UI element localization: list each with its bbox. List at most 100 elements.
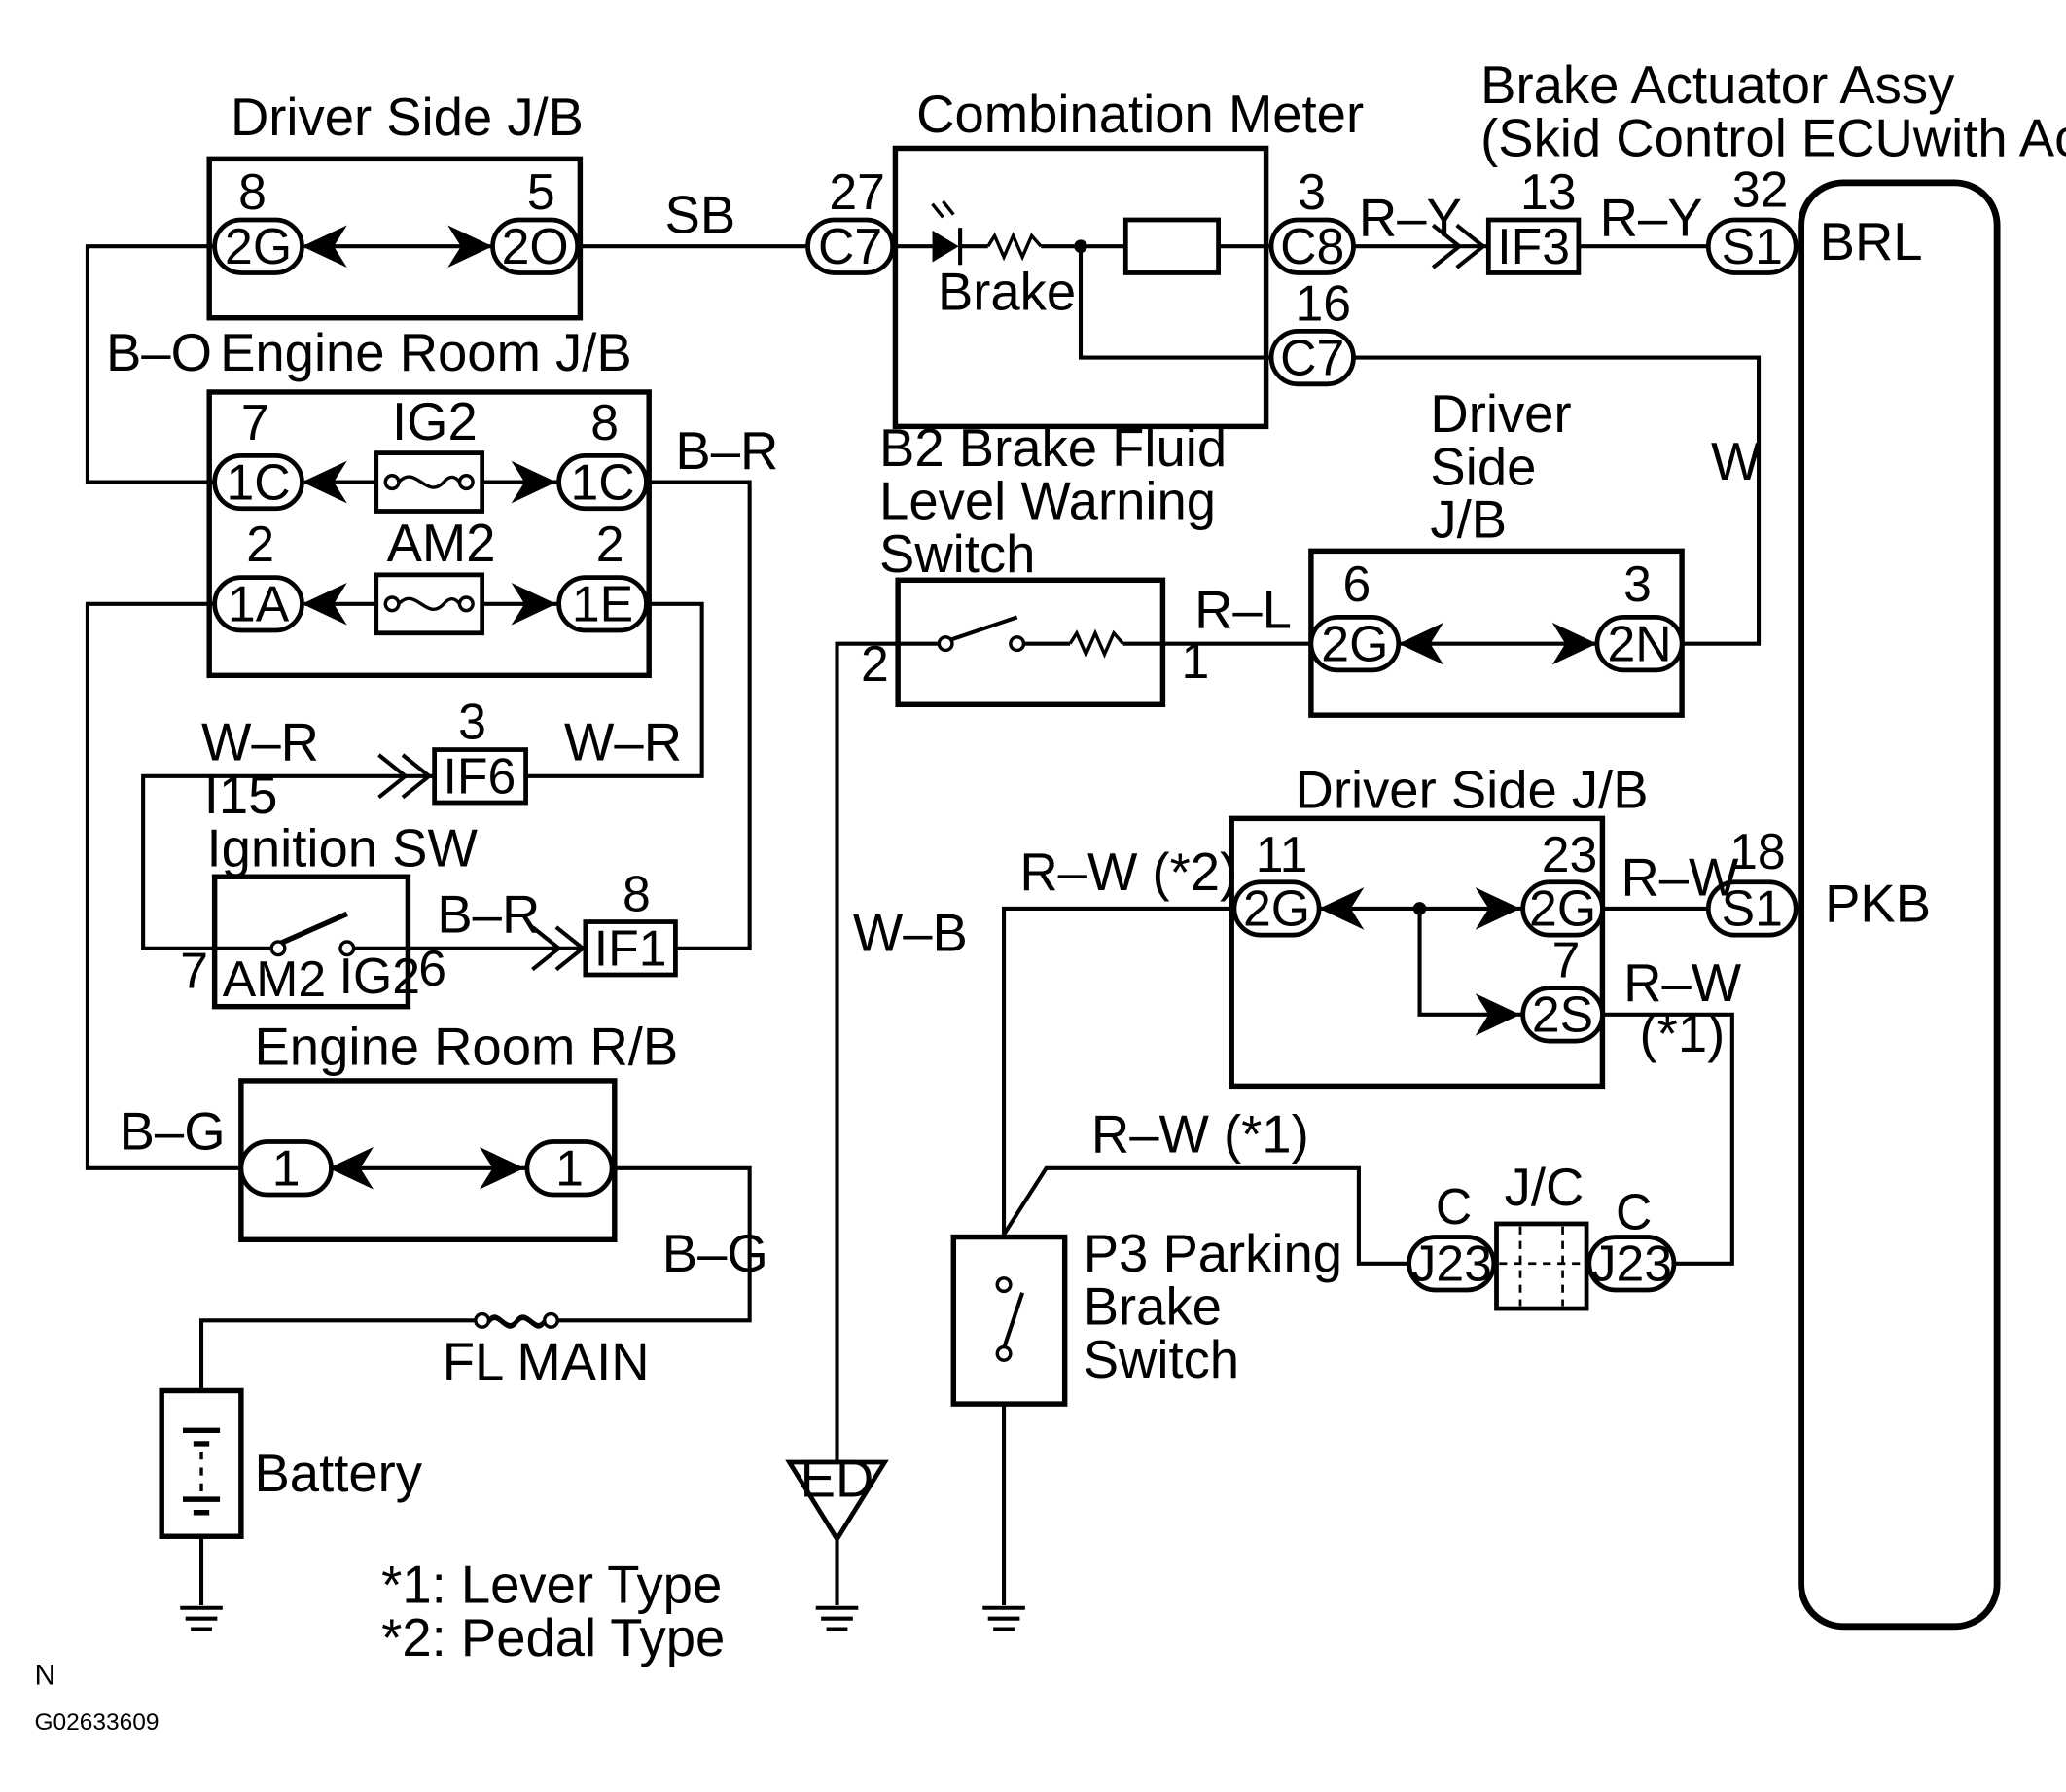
label-brake-fluid-2: Level Warning [879, 472, 1216, 531]
fuse-am2 [374, 572, 485, 636]
wire-ry-2: R–Y [1600, 188, 1703, 247]
pin-bf-2: 2 [861, 635, 889, 692]
pin-dj-8: 8 [238, 163, 267, 220]
label-brake-lamp: Brake [938, 263, 1076, 322]
svg-text:IF6: IF6 [444, 747, 516, 804]
connector-j23-left: J23 [1407, 1235, 1497, 1293]
pin-er-7: 7 [241, 394, 269, 450]
fuse-ig2 [374, 450, 485, 514]
combination-meter-box [892, 145, 1269, 430]
svg-text:C7: C7 [818, 218, 882, 274]
svg-text:2G: 2G [225, 218, 292, 274]
junction-connector-jc [1494, 1221, 1589, 1311]
pin-er-2a: 2 [246, 516, 274, 572]
wire-w: W [1711, 432, 1762, 491]
connector-rb-1-right: 1 [524, 1139, 615, 1198]
label-engine-room-rb: Engine Room R/B [254, 1018, 678, 1077]
parking-brake-switch-box [950, 1234, 1068, 1407]
connector-1e: 1E [556, 575, 649, 633]
connector-1c-right: 1C [556, 452, 649, 512]
pin-if1-8: 8 [623, 866, 651, 922]
note-pedal-type: *2: Pedal Type [381, 1608, 725, 1667]
connector-rb-1-left: 1 [238, 1139, 334, 1198]
label-jc: J/C [1505, 1158, 1585, 1217]
engine-room-jb-box [206, 389, 652, 679]
wire-wb: W–B [853, 903, 968, 962]
svg-text:J23: J23 [1591, 1235, 1672, 1291]
label-engine-room-jb: Engine Room J/B [220, 323, 632, 382]
brake-actuator-box [1798, 179, 2001, 1631]
pin-if6-3: 3 [458, 694, 486, 750]
pin-c7-27: 27 [829, 163, 885, 220]
ground-parking-icon [982, 1605, 1025, 1631]
label-brake-actuator-2: (Skid Control ECUwith Actuator) [1480, 109, 2066, 168]
connector-2g-mid: 2G [1308, 615, 1402, 673]
label-parking-1: P3 Parking [1084, 1224, 1342, 1283]
pin-er-8: 8 [590, 394, 619, 450]
label-driver-jb-mid-3: J/B [1430, 490, 1507, 550]
svg-text:1: 1 [272, 1139, 301, 1196]
label-driver-jb-mid-2: Side [1430, 437, 1536, 496]
wire-br-ign: B–R [437, 884, 540, 944]
wire-wr-right: W–R [564, 712, 682, 771]
driver-jb-top-box [206, 156, 584, 321]
label-driver-jb-low: Driver Side J/B [1296, 760, 1649, 819]
connector-j23-right: J23 [1586, 1235, 1677, 1293]
pin-s1-18: 18 [1729, 823, 1786, 879]
svg-text:J23: J23 [1411, 1235, 1492, 1291]
connector-c8: C8 [1268, 217, 1356, 275]
connector-if1: IF1 [583, 919, 678, 978]
label-combination-meter: Combination Meter [916, 85, 1364, 144]
wire-bg-left: B–G [120, 1102, 226, 1162]
wire-bo: B–O [106, 323, 212, 382]
pin-mid-3: 3 [1623, 556, 1652, 612]
pin-ign-7: 7 [180, 943, 208, 999]
pin-s1-32: 32 [1732, 161, 1789, 217]
connector-c7-in: C7 [805, 217, 896, 275]
connector-2g-driver: 2G [212, 217, 304, 275]
pin-mid-6: 6 [1343, 556, 1371, 612]
svg-text:2G: 2G [1243, 880, 1310, 937]
label-driver-jb-top: Driver Side J/B [231, 88, 584, 147]
pin-low-7: 7 [1552, 932, 1581, 988]
svg-text:2N: 2N [1607, 615, 1671, 671]
svg-text:2G: 2G [1321, 615, 1388, 671]
note-lever-type: *1: Lever Type [381, 1555, 722, 1614]
label-brake-actuator-1: Brake Actuator Assy [1480, 55, 1955, 115]
wire-ry-1: R–Y [1359, 188, 1462, 247]
svg-text:2O: 2O [502, 218, 569, 274]
svg-text:1: 1 [555, 1139, 584, 1196]
svg-text:S1: S1 [1722, 218, 1783, 274]
ignition-switch-contacts [269, 911, 356, 957]
wire-rw-s1: R–W [1621, 847, 1739, 907]
wire-br-right: B–R [675, 421, 778, 481]
svg-text:IF1: IF1 [594, 919, 667, 976]
label-parking-3: Switch [1084, 1330, 1239, 1389]
pin-low-23: 23 [1542, 826, 1598, 882]
ground-ed-icon [785, 1459, 889, 1631]
svg-text:1A: 1A [228, 576, 290, 632]
ignition-switch-box [211, 874, 411, 1010]
pin-dj-5: 5 [527, 163, 555, 220]
svg-text:C7: C7 [1280, 329, 1344, 385]
label-ground-ed: ED [801, 1449, 874, 1508]
svg-text:1C: 1C [570, 453, 634, 510]
pin-c7-16: 16 [1296, 274, 1352, 331]
connector-chevrons [302, 223, 1597, 1190]
wire-rw-2s-note: (*1) [1640, 1004, 1726, 1063]
meter-resistor-box [1122, 217, 1221, 275]
svg-text:S1: S1 [1722, 880, 1783, 937]
fuse-fl-main [474, 1311, 559, 1329]
pin-low-11: 11 [1256, 826, 1308, 882]
connector-c7-out: C7 [1268, 328, 1356, 387]
brake-fluid-switch [898, 615, 1163, 659]
wire-sb: SB [665, 186, 736, 245]
label-driver-jb-mid-1: Driver [1430, 384, 1571, 444]
label-signal-brl: BRL [1820, 212, 1923, 271]
pin-ign-ig2: IG2 [339, 948, 420, 1004]
connector-2s-low: 2S [1520, 986, 1605, 1044]
wire-rw-pedal: R–W (*2) [1019, 842, 1237, 902]
wire-rl: R–L [1194, 580, 1292, 639]
pin-bf-1: 1 [1181, 632, 1209, 689]
svg-text:2G: 2G [1529, 880, 1596, 937]
